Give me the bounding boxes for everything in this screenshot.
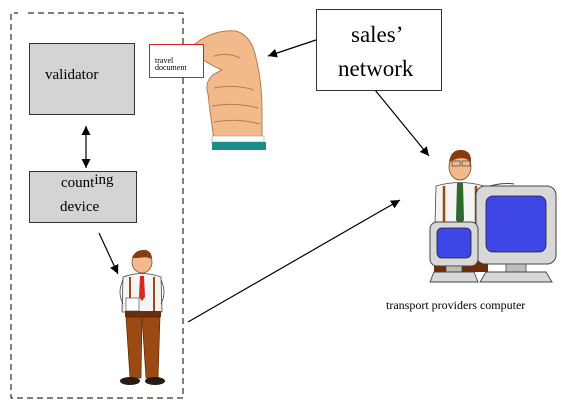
counting-label-part1: count	[61, 175, 95, 191]
arrow-sales-to-computer	[374, 89, 430, 157]
arrow-sales-to-document	[267, 39, 317, 58]
counting-device-label-line2: device	[60, 199, 100, 215]
counting-device-label: counting	[61, 172, 114, 192]
counting-device-box: counting device	[29, 171, 137, 223]
validator-box: validator	[29, 43, 135, 115]
sales-network-label-line1: sales’	[351, 22, 404, 47]
system-boundary	[10, 12, 184, 399]
counting-label-part2: ing	[94, 172, 114, 188]
sales-network-box: sales’ network	[316, 9, 442, 91]
arrow-counting-to-passenger	[98, 232, 119, 275]
travel-document-label-line2: document	[155, 63, 187, 72]
validator-label: validator	[45, 67, 99, 83]
travel-document-label-line1: travel	[155, 56, 174, 65]
computer-caption: transport providers computer	[386, 298, 526, 312]
sales-network-label-line2: network	[338, 56, 414, 81]
travel-document-card: travel document	[149, 44, 204, 78]
passenger-illustration	[119, 249, 165, 385]
computer-illustration	[429, 185, 557, 283]
arrow-passenger-to-computer	[187, 199, 401, 323]
hand-illustration	[192, 30, 266, 150]
